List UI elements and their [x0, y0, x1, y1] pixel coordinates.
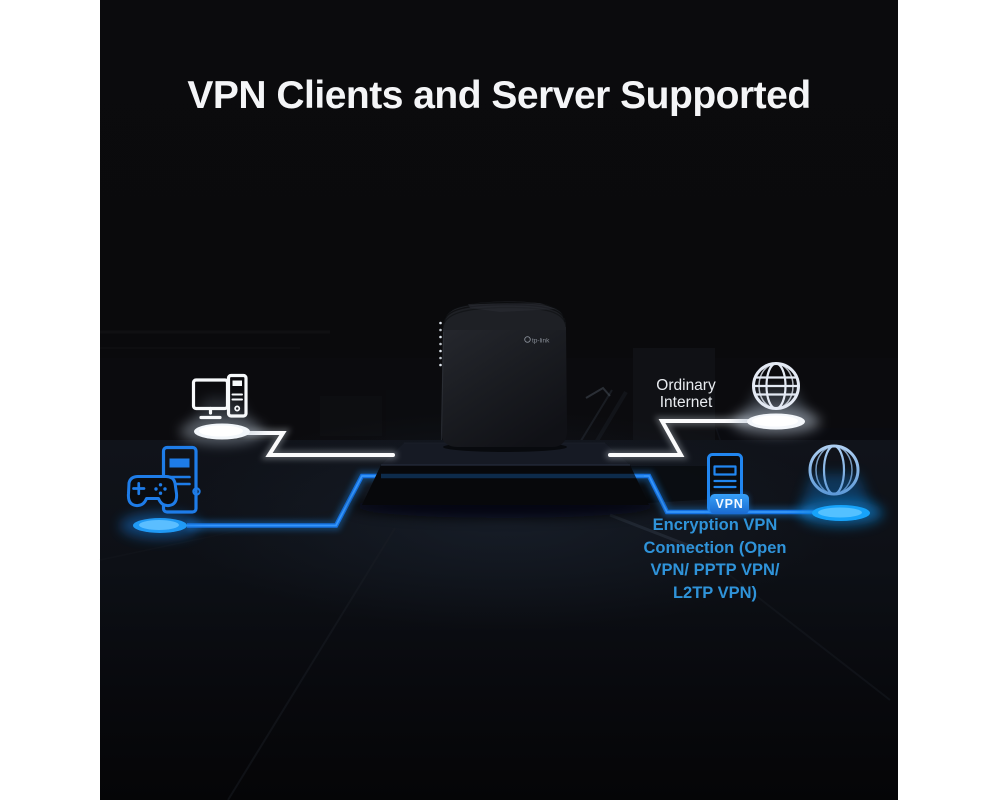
vpn-globe-icon [808, 444, 860, 496]
svg-text:tp-link: tp-link [532, 338, 550, 345]
internet-glow-ellipse [732, 388, 820, 435]
white-line-right [605, 416, 755, 460]
white-line-left [242, 428, 398, 460]
router-led-strip [439, 321, 442, 367]
center-platform [350, 442, 660, 518]
computer-glow-ellipse [180, 398, 264, 445]
gaming-pc-icon [126, 445, 201, 514]
vpn-note-line: VPN/ PPTP VPN/ [650, 561, 780, 579]
vpn-badge: VPN [710, 494, 749, 514]
vpn-note: Encryption VPN Connection (Open VPN/ PPT… [630, 514, 800, 604]
gaming-glow-ellipse [120, 512, 200, 539]
floor [99, 410, 898, 800]
router-brand-label: tp-link [524, 336, 550, 345]
router: tp-link [439, 301, 568, 452]
internet-globe-icon [752, 362, 800, 410]
vpn-note-line: Connection (Open [643, 538, 787, 557]
desktop-computer-icon [191, 373, 248, 420]
vpn-note-line: L2TP VPN) [672, 583, 758, 602]
page-title: VPN Clients and Server Supported [187, 74, 811, 117]
ordinary-internet-label: Ordinary Internet [656, 377, 716, 411]
vpn-note-line: Encryption VPN [652, 516, 778, 534]
